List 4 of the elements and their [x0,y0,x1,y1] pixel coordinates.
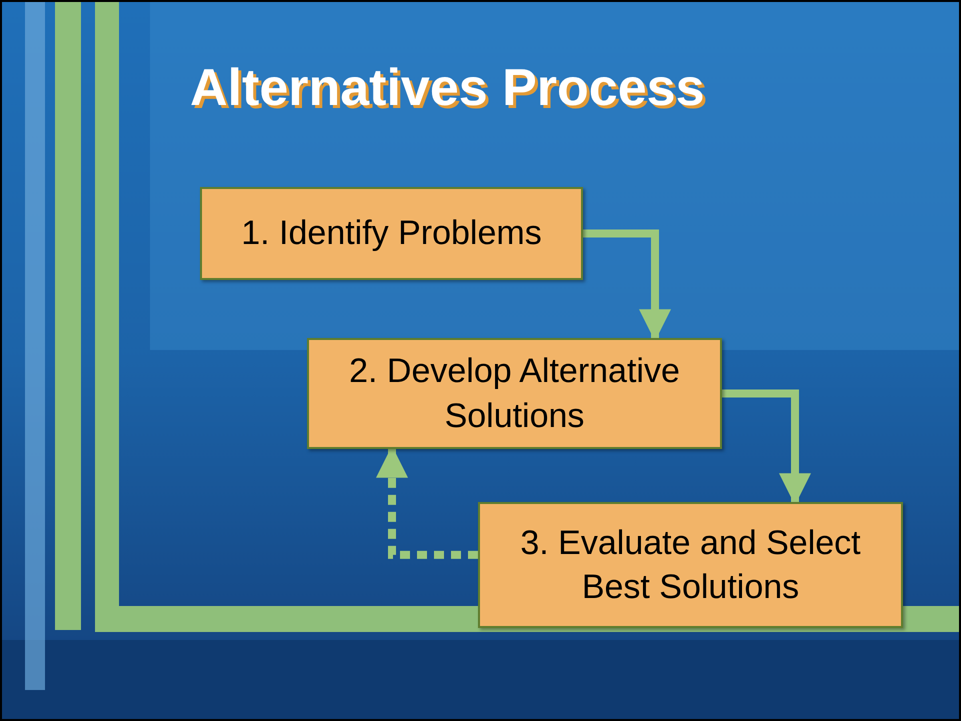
process-box: 2. Develop Alternative Solutions [307,338,722,449]
process-box: 1. Identify Problems [200,187,583,280]
process-box: 3. Evaluate and Select Best Solutions [478,502,903,628]
title: Alternatives Process [190,62,704,114]
